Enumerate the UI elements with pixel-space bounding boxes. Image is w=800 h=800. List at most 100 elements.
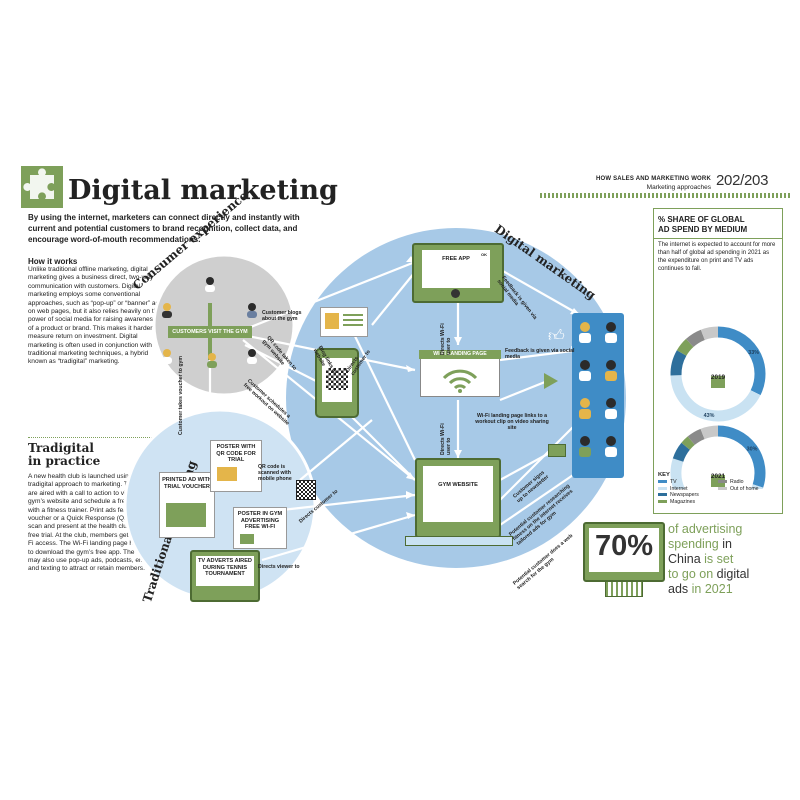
gym-website-label: GYM WEBSITE <box>438 482 478 488</box>
donut-slice-out-of-home <box>700 425 719 440</box>
donut-slice-newspapers <box>672 442 691 462</box>
monitor-icon <box>711 376 725 388</box>
donut-slice-tv <box>717 425 766 488</box>
intro-text: By using the internet, marketers can con… <box>28 213 300 244</box>
laptop-base <box>405 536 513 546</box>
tradigital-heading-line2: in practice <box>28 454 101 468</box>
donut-slice-magazines <box>681 436 695 450</box>
free-app-tag: OK <box>481 252 487 257</box>
flow-takes-voucher: Customer takes voucher to gym <box>178 356 184 435</box>
chart-key: KEY TV Internet Newspapers Magazines Rad… <box>658 472 780 505</box>
voucher-icon <box>166 503 206 527</box>
qr-code-icon <box>296 480 316 500</box>
person-icon <box>205 352 219 368</box>
key-magazines: Magazines <box>658 499 718 506</box>
year-2021-label: 2021 <box>710 473 726 480</box>
stat-line1: of advertising <box>668 522 743 536</box>
sidebar-intro: The internet is expected to account for … <box>658 242 776 272</box>
key-tv: TV <box>658 479 718 486</box>
flow-directs-wifi2: Directs Wi-Fi user to <box>440 423 452 455</box>
donut-slice-newspapers <box>670 350 687 376</box>
donut-slice-internet <box>670 458 764 489</box>
poster-qr-label: POSTER WITH QR CODE FOR TRIAL <box>216 444 256 464</box>
page-numbers: 202/203 <box>716 172 768 189</box>
key-radio: Radio <box>718 479 759 486</box>
printed-ad-label: PRINTED AD WITH TRIAL VOUCHER <box>162 477 212 490</box>
wifi-landing-page: WI-FI LANDING PAGE <box>419 350 501 397</box>
person-icon <box>160 348 174 364</box>
header-section: HOW SALES AND MARKETING WORK <box>595 176 711 182</box>
stat-stand <box>605 582 643 597</box>
donut-slice-radio <box>687 428 705 446</box>
stat-text: of advertising spending in China is set … <box>668 522 788 597</box>
key-internet: Internet <box>658 486 718 493</box>
donut-slice-magazines <box>676 338 694 356</box>
header-rule <box>540 193 790 198</box>
poster-wifi-label: POSTER IN GYM ADVERTISING FREE WI-FI <box>237 511 283 531</box>
tradigital-heading: Tradigital in practice <box>28 442 100 468</box>
gym-website-laptop: GYM WEBSITE <box>415 458 501 538</box>
poster-wifi-card: POSTER IN GYM ADVERTISING FREE WI-FI <box>233 507 287 549</box>
tv-adverts-label: TV ADVERTS AIRED DURING TENNIS TOURNAMEN… <box>198 558 252 578</box>
person-icon <box>160 302 174 318</box>
stat-line4: to go on digital <box>668 567 750 581</box>
donut-value-label: 30% <box>747 446 758 452</box>
stat-line5: ads in 2021 <box>668 582 733 596</box>
tradigital-rule <box>28 437 178 438</box>
stat-big-number: 70% <box>594 530 654 562</box>
sidebar-title-line1: % SHARE OF GLOBAL <box>658 215 745 224</box>
stat-monitor: 70% <box>583 522 665 582</box>
stat-line2: spending in <box>668 537 732 551</box>
flow-feedback-given: Feedback is given via social media <box>505 348 575 360</box>
poster-qr-card: POSTER WITH QR CODE FOR TRIAL <box>210 440 262 492</box>
sidebar-title-rule <box>654 238 782 239</box>
free-app-tablet: FREE APP OK <box>412 243 504 303</box>
diagram-background <box>123 228 626 602</box>
donut-value-label: 43% <box>704 413 715 419</box>
play-icon <box>544 373 558 389</box>
key-out-of-home: Out of home <box>718 486 759 493</box>
mobile-phone-icon <box>315 348 359 418</box>
flow-qr-scanned: QR code is scanned with mobile phone <box>258 464 292 482</box>
donut-center <box>685 341 751 407</box>
thumbs-up-icon: 👍︎ <box>548 328 565 345</box>
donut-value-label: 33% <box>748 350 759 356</box>
wifi-landing-label: WI-FI LANDING PAGE <box>419 350 501 359</box>
person-icon <box>203 276 217 292</box>
how-it-works-heading: How it works <box>28 257 78 266</box>
stat-line3: China is set <box>668 552 734 566</box>
flow-customer-blogs: Customer blogs about the gym <box>262 310 302 322</box>
social-media-panel <box>572 313 624 478</box>
sidebar-title-line2: AD SPEND BY MEDIUM <box>658 225 748 234</box>
download-icon <box>451 289 460 298</box>
customers-visit-box: CUSTOMERS VISIT THE GYM <box>168 326 252 338</box>
how-it-works-body: Unlike traditional offline marketing, di… <box>28 266 163 366</box>
header-subsection: Marketing approaches <box>646 184 711 191</box>
sidebar-box: % SHARE OF GLOBAL AD SPEND BY MEDIUM The… <box>653 208 783 514</box>
key-newspapers: Newspapers <box>658 492 718 499</box>
free-app-screen: FREE APP OK <box>422 250 490 288</box>
spread: HOW SALES AND MARKETING WORK Marketing a… <box>0 150 800 645</box>
tv-set: TV ADVERTS AIRED DURING TENNIS TOURNAMEN… <box>190 550 260 602</box>
email-icon <box>548 444 566 457</box>
qr-code-icon <box>326 368 348 390</box>
donut-slice-tv <box>717 326 766 396</box>
page-title: Digital marketing <box>68 175 338 206</box>
flow-wifi-links: Wi-Fi landing page links to a workout cl… <box>475 413 549 431</box>
sidebar-title: % SHARE OF GLOBAL AD SPEND BY MEDIUM <box>658 215 780 235</box>
year-2019-label: 2019 <box>710 374 726 381</box>
tradigital-body: A new health club is launched using a tr… <box>28 473 158 573</box>
page-number-left: 202 <box>716 172 741 189</box>
tradigital-heading-line1: Tradigital <box>28 441 94 455</box>
blog-ad-icon <box>320 307 368 337</box>
donut-slice-radio <box>686 329 706 348</box>
puzzle-icon <box>21 166 63 208</box>
flow-directs-viewer: Directs viewer to <box>258 564 300 570</box>
wifi-icon <box>440 363 480 393</box>
page-number-right: 203 <box>744 172 769 189</box>
donut-center <box>685 440 751 489</box>
donut-slice-out-of-home <box>700 326 719 341</box>
donut-slice-internet <box>670 374 761 422</box>
free-app-label: FREE APP <box>442 256 470 262</box>
flow-directs-wifi: Directs Wi-Fi user to <box>440 323 452 355</box>
